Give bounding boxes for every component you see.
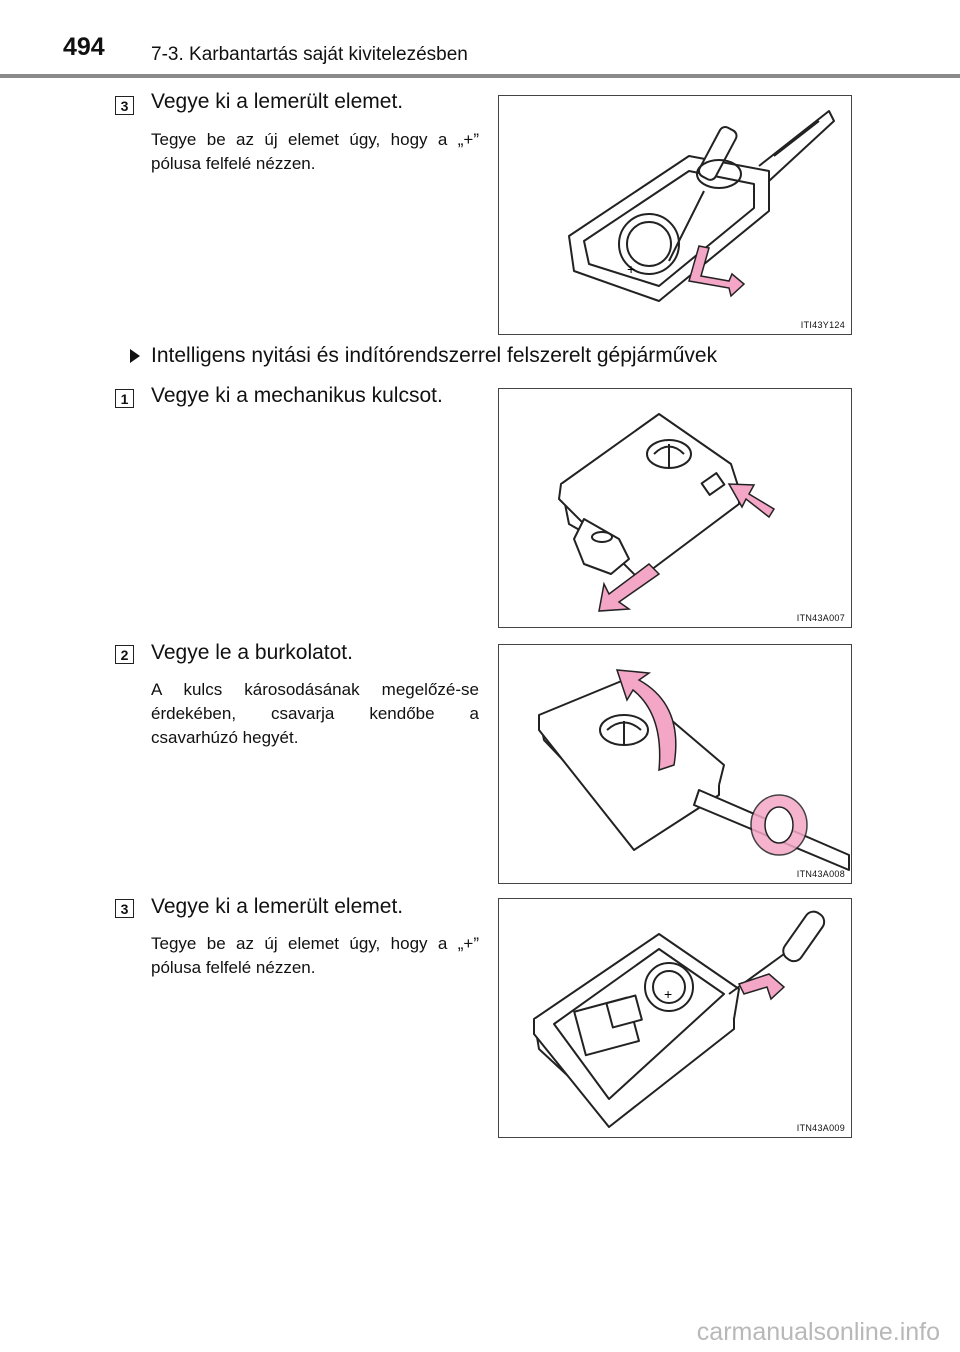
figure-remove-mechanical-key: ITN43A007 [498,388,852,628]
step-title: Vegye ki a lemerült elemet. [151,90,404,113]
step-description: Tegye be az új elemet úgy, hogy a „+” pó… [151,934,479,977]
cover-removal-illustration [538,669,850,871]
subheading: Intelligens nyitási és indítórendszerrel… [130,344,717,368]
figure-code: ITI43Y124 [800,320,845,330]
step-number-badge: 2 [115,645,134,664]
arrow-icon [737,973,786,1001]
step-title: Vegye ki a mechanikus kulcsot. [151,384,443,407]
subheading-text: Intelligens nyitási és indítórendszerrel… [151,344,718,367]
triangle-bullet-icon [130,349,140,363]
step-description: Tegye be az új elemet úgy, hogy a „+” pó… [151,130,479,173]
step-title: Vegye le a burkolatot. [151,641,353,664]
plus-sign: + [664,986,672,1002]
arrow-icon [598,563,661,612]
rotate-arrow-icon [615,669,677,772]
header-rule [0,74,960,78]
figure-code: ITN43A007 [796,613,845,623]
step-number-badge: 3 [115,899,134,918]
step-number-badge: 3 [115,96,134,115]
step-number-badge: 1 [115,389,134,408]
figure-code: ITN43A008 [796,869,845,879]
figure-battery-removal-key: + ITI43Y124 [498,95,852,335]
smart-key-illustration [558,413,776,612]
footer-watermark: carmanualsonline.info [696,1318,940,1346]
figure-remove-cover: ITN43A008 [498,644,852,884]
page-number: 494 [63,33,105,61]
plus-sign: + [627,261,635,277]
key-battery-illustration: + [568,110,835,302]
section-title: 7-3. Karbantartás saját kivitelezésben [151,44,468,65]
step-description: A kulcs károsodásának megelőzé-se érdeké… [151,680,479,747]
arrow-icon [688,245,746,298]
step-title: Vegye ki a lemerült elemet. [151,895,404,918]
arrow-icon [727,483,776,519]
figure-remove-battery: + ITN43A009 [498,898,852,1138]
battery-removal-illustration: + [533,910,826,1128]
figure-code: ITN43A009 [796,1123,845,1133]
